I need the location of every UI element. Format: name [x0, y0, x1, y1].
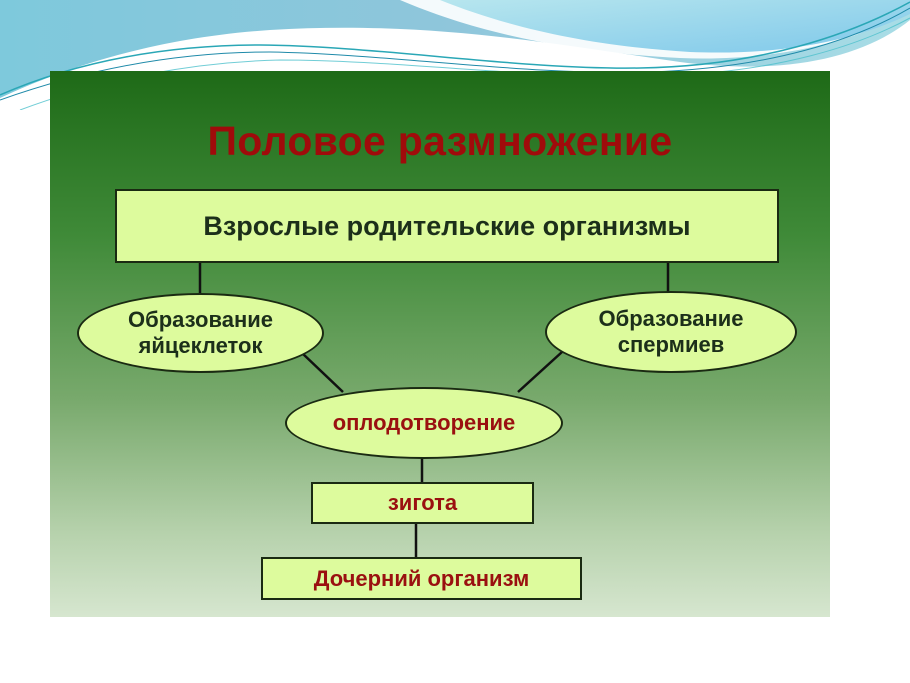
node-offspring: Дочерний организм [261, 557, 582, 600]
node-parent-organisms-label: Взрослые родительские организмы [203, 210, 691, 241]
node-zygote: зигота [311, 482, 534, 524]
node-egg-formation-line2: яйцеклеток [138, 333, 263, 358]
node-egg-formation: Образование яйцеклеток [77, 293, 324, 373]
node-sperm-formation-line1: Образование [598, 305, 744, 331]
node-egg-formation-line1: Образование [128, 306, 273, 332]
slide-title: Половое размножение [207, 118, 673, 164]
decorative-wave-header [0, 0, 910, 110]
node-sperm-formation-line2: спермиев [617, 332, 725, 357]
node-zygote-label: зигота [387, 490, 458, 515]
node-parent-organisms: Взрослые родительские организмы [115, 189, 779, 263]
node-fertilization-label: оплодотворение [332, 409, 516, 435]
node-sperm-formation: Образование спермиев [545, 291, 797, 373]
node-offspring-label: Дочерний организм [313, 565, 530, 591]
node-fertilization: оплодотворение [285, 387, 563, 459]
